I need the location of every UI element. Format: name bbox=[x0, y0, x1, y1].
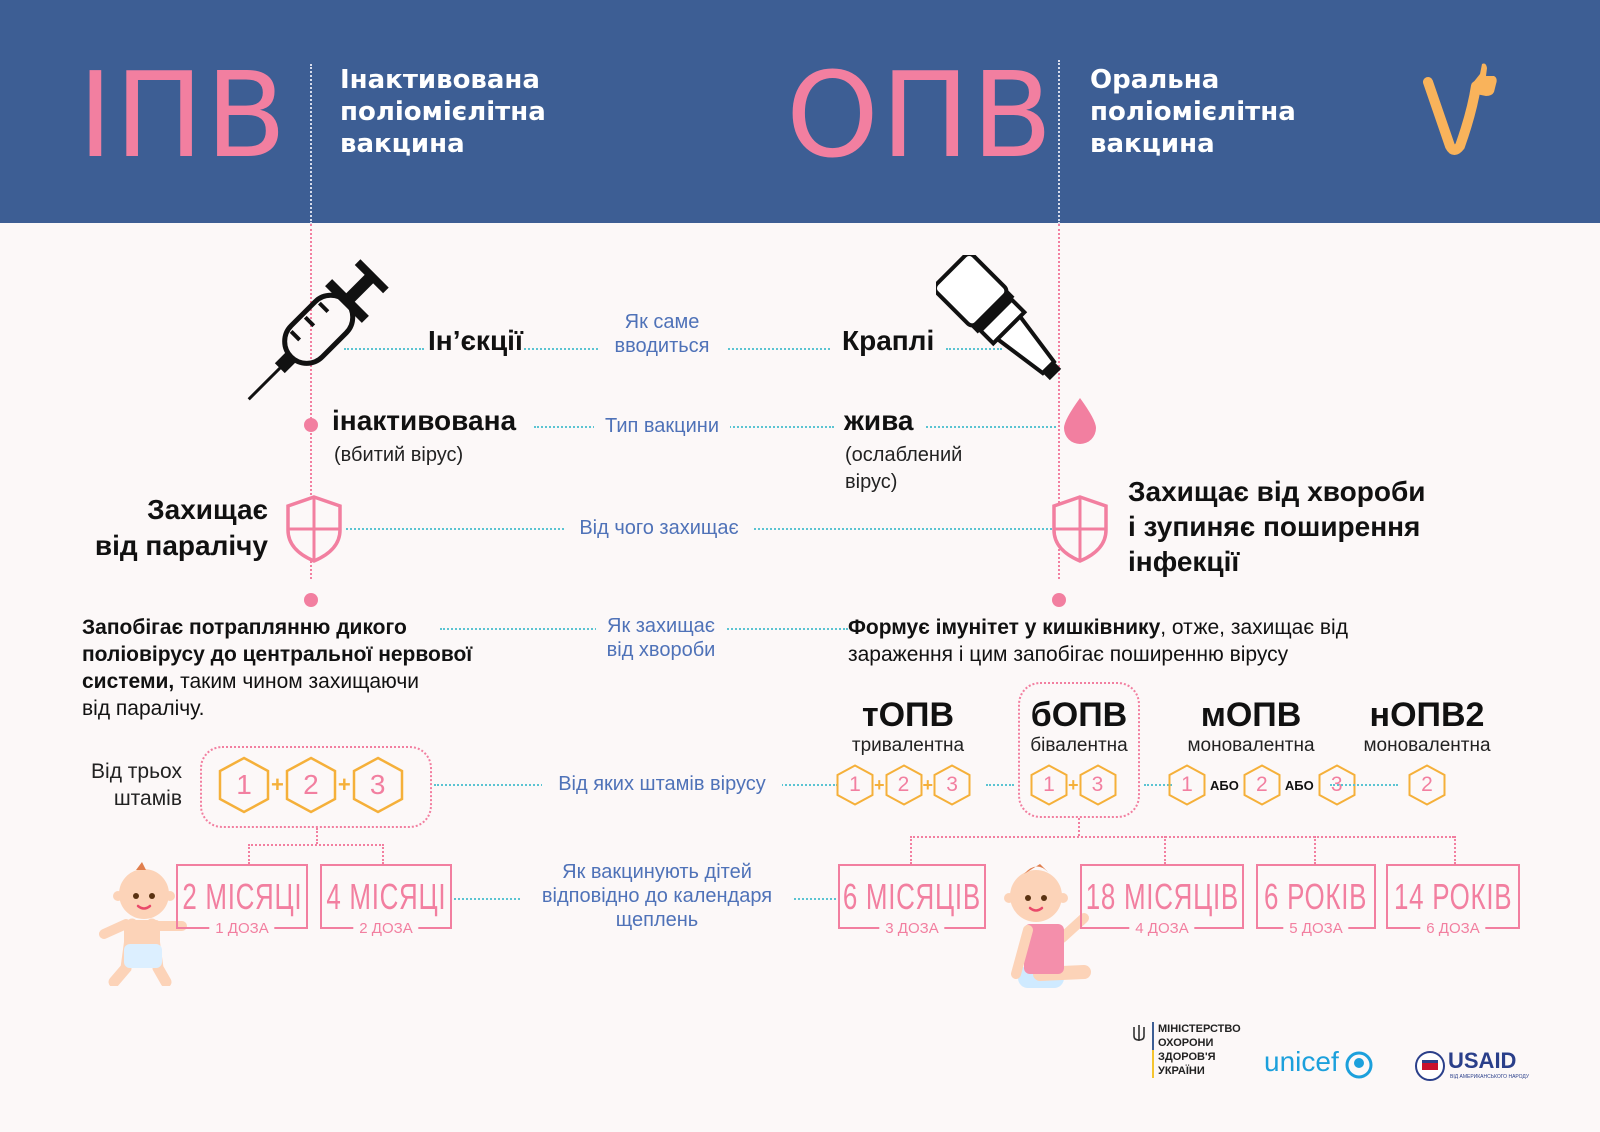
ipv-shield-icon bbox=[286, 495, 342, 563]
usaid-logo: USAID bbox=[1448, 1048, 1517, 1073]
header-divider-right bbox=[1058, 60, 1060, 224]
vaccine-type-label: Тип вакцини bbox=[594, 414, 730, 438]
ipv-strains-box bbox=[200, 746, 432, 828]
ipv-type-sub: (вбитий вірус) bbox=[334, 444, 464, 466]
v-thumbs-up-icon bbox=[1423, 63, 1497, 155]
opv-dose-6: 14 РОКІВ 6 ДОЗА bbox=[1386, 864, 1520, 937]
opv-protects: Захищає від хвороби і зупиняє поширення … bbox=[1128, 476, 1426, 577]
sitting-baby-icon bbox=[1004, 864, 1091, 988]
dropper-bottle-icon bbox=[936, 255, 1062, 381]
opv-administration: Краплі bbox=[842, 325, 935, 356]
unicef-logo: unicef bbox=[1264, 1046, 1339, 1077]
strain-hex: 2 bbox=[1408, 764, 1446, 806]
ipv-title: Інактивована поліомієлітна вакцина bbox=[340, 65, 546, 159]
variant-nopv2: нОПВ2 моновалентна bbox=[1363, 696, 1491, 756]
ipv-dot bbox=[304, 418, 318, 432]
nopv2-strains: 2 bbox=[1408, 764, 1446, 806]
syringe-icon bbox=[247, 259, 389, 401]
administration-label: Як саме вводиться bbox=[598, 310, 726, 358]
baby-icon bbox=[99, 862, 187, 986]
variant-bopv: бОПВ бівалентна bbox=[1030, 696, 1128, 756]
how-protects-label: Як захищає від хвороби bbox=[596, 614, 726, 662]
trident-icon bbox=[1133, 1025, 1145, 1041]
unicef-emblem-icon bbox=[1345, 1051, 1373, 1079]
opv-type: жива bbox=[844, 405, 914, 436]
ipv-how-protects: Запобігає потраплянню дикого поліовірусу… bbox=[82, 616, 473, 720]
ipv-protects: Захищає від паралічу bbox=[94, 494, 268, 561]
strains-label: Від яких штамів вірусу bbox=[542, 772, 782, 796]
strain-hex: 1 bbox=[1168, 764, 1206, 806]
opv-shield-icon bbox=[1052, 495, 1108, 563]
variant-topv: тОПВ тривалентна bbox=[851, 696, 965, 756]
ipv-type: інактивована bbox=[332, 405, 517, 436]
strain-hex: 3 bbox=[352, 756, 404, 814]
ipv-administration: Ін’єкції bbox=[428, 325, 523, 356]
variant-mopv: мОПВ моновалентна bbox=[1187, 696, 1315, 756]
strain-hex: 3 bbox=[933, 764, 971, 806]
opv-dose-4: 18 МІСЯЦІВ 4 ДОЗА bbox=[1080, 864, 1244, 937]
moh-logo: МІНІСТЕРСТВО ОХОРОНИ ЗДОРОВ'Я УКРАЇНИ bbox=[1158, 1023, 1241, 1077]
ipv-strains-label: Від трьох штамів bbox=[91, 760, 182, 810]
bopv-highlight-box bbox=[1018, 682, 1140, 818]
strain-hex: 3 bbox=[1079, 764, 1117, 806]
opv-title: Оральна поліомієлітна вакцина bbox=[1090, 65, 1296, 159]
ipv-abbr: ІПВ bbox=[78, 46, 289, 184]
topv-strains: 1 + 2 + 3 bbox=[836, 764, 971, 806]
strain-hex: 2 bbox=[1243, 764, 1281, 806]
ipv-strains: 1 + 2 + 3 bbox=[218, 756, 404, 814]
header-divider-left bbox=[310, 64, 312, 224]
strain-hex: 2 bbox=[285, 756, 337, 814]
bopv-strains: 1 + 3 bbox=[1030, 764, 1117, 806]
drop-icon bbox=[1064, 398, 1096, 444]
usaid-tagline: ВІД АМЕРИКАНСЬКОГО НАРОДУ bbox=[1450, 1074, 1530, 1080]
header: ІПВ Інактивована поліомієлітна вакцина О… bbox=[0, 0, 1600, 224]
ipv-axis bbox=[310, 224, 312, 579]
opv-dose-3: 6 МІСЯЦІВ 3 ДОЗА bbox=[838, 864, 986, 937]
opv-abbr: ОПВ bbox=[786, 46, 1055, 184]
ipv-dose-2: 4 МІСЯЦІ 2 ДОЗА bbox=[320, 864, 452, 937]
moh-divider bbox=[1152, 1022, 1154, 1078]
protects-from-label: Від чого захищає bbox=[566, 516, 752, 540]
strain-hex: 1 bbox=[1030, 764, 1068, 806]
ipv-dot-2 bbox=[304, 593, 318, 607]
usaid-seal-icon bbox=[1415, 1051, 1445, 1081]
opv-dose-5: 6 РОКІВ 5 ДОЗА bbox=[1256, 864, 1376, 937]
opv-type-sub: (ослаблений вірус) bbox=[845, 444, 963, 493]
opv-axis bbox=[1058, 224, 1060, 579]
opv-dot-2 bbox=[1052, 593, 1066, 607]
schedule-label: Як вакцинують дітей відповідно до календ… bbox=[522, 860, 792, 932]
mopv-strains: 1 АБО 2 АБО 3 bbox=[1168, 764, 1356, 806]
strain-hex: 2 bbox=[885, 764, 923, 806]
ipv-dose-1: 2 МІСЯЦІ 1 ДОЗА bbox=[176, 864, 308, 937]
strain-hex: 1 bbox=[836, 764, 874, 806]
opv-how-protects: Формує імунітет у кишківнику, отже, захи… bbox=[848, 614, 1448, 668]
strain-hex: 1 bbox=[218, 756, 270, 814]
